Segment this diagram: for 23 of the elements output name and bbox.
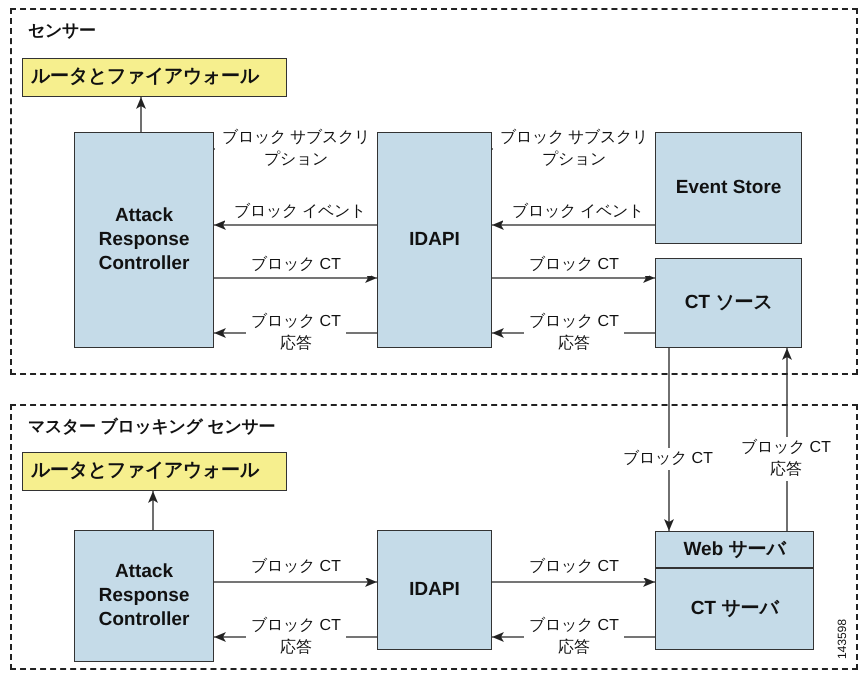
arrow: [214, 220, 377, 230]
component-box: CT ソース: [655, 258, 802, 348]
device-box: ルータとファイアウォール: [22, 452, 287, 491]
component-box: Event Store: [655, 132, 802, 244]
arrow: [492, 273, 655, 283]
arrow: [492, 577, 655, 587]
group-title: マスター ブロッキング センサー: [28, 416, 276, 438]
group-title: センサー: [28, 20, 96, 42]
component-box: CT サーバ: [655, 568, 814, 650]
arrow: [136, 97, 146, 132]
arrow: [492, 220, 655, 230]
dashed-group-frame: [10, 8, 858, 375]
component-box: Web サーバ: [655, 531, 814, 568]
component-box: Attack Response Controller: [74, 132, 214, 348]
arrow: [214, 273, 377, 283]
dashed-group-frame: [10, 404, 858, 670]
device-box: ルータとファイアウォール: [22, 58, 287, 97]
component-box: IDAPI: [377, 530, 492, 650]
component-box: IDAPI: [377, 132, 492, 348]
arrow: [214, 577, 377, 587]
arrow: [664, 348, 674, 531]
arrow: [148, 491, 158, 530]
component-box: Attack Response Controller: [74, 530, 214, 662]
